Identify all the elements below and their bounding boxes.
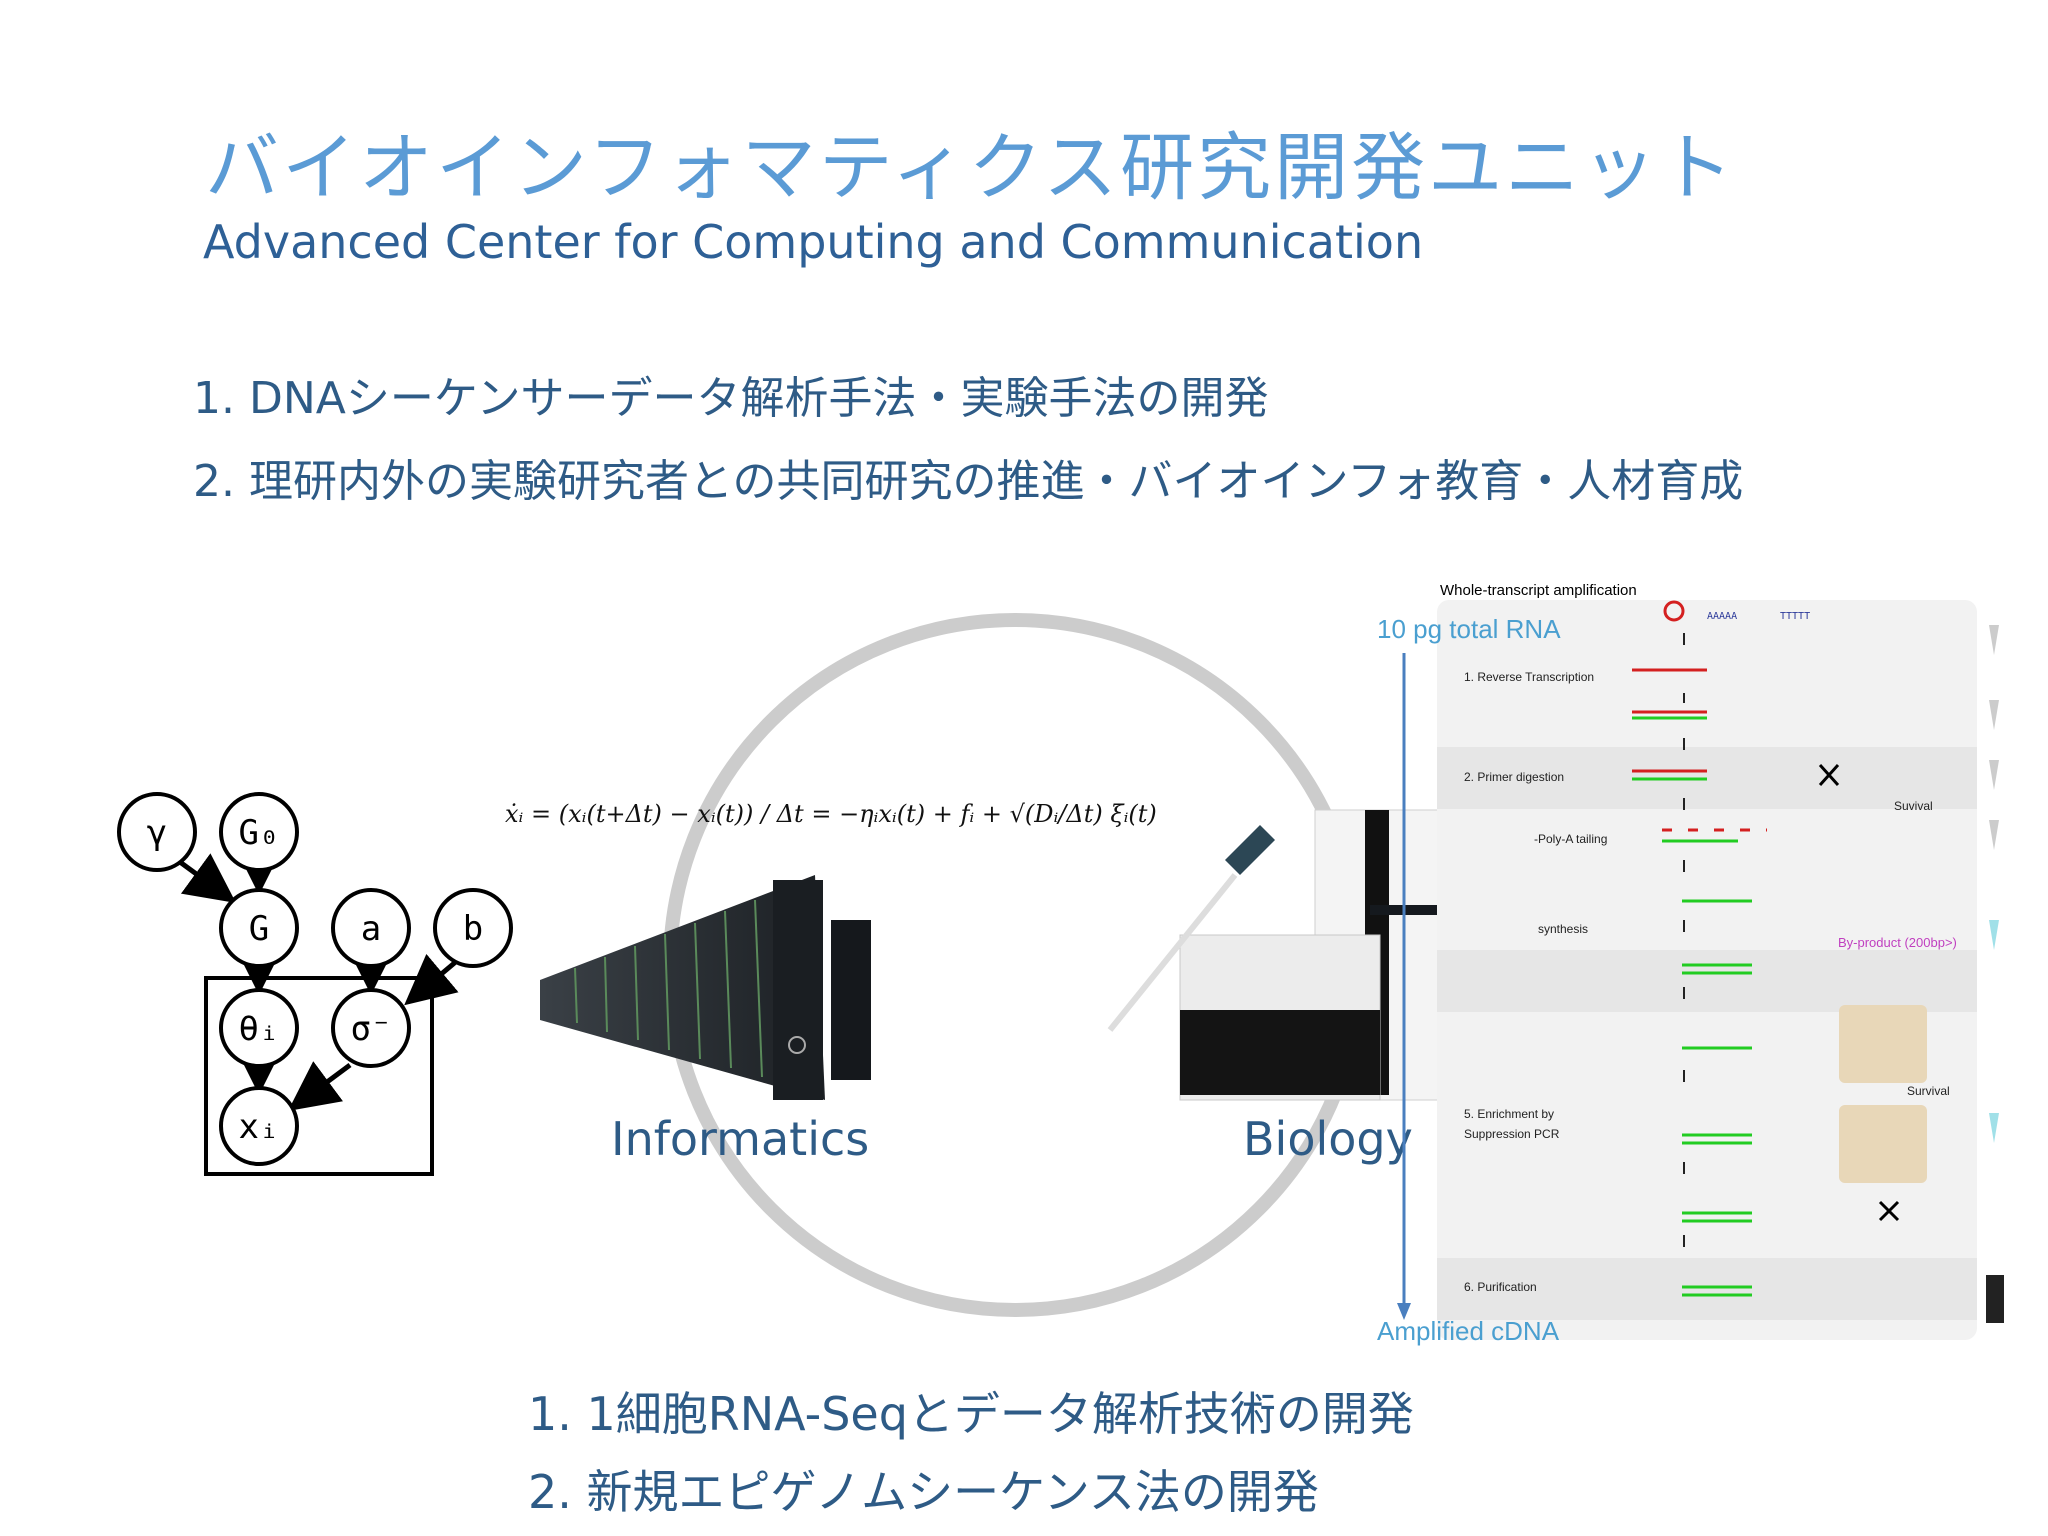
rna-molecules bbox=[1632, 600, 1767, 832]
graphical-model: γ G₀ G a b θᵢ σ⁻ xᵢ bbox=[117, 792, 513, 1176]
step-synthesis: synthesis bbox=[1538, 922, 1588, 936]
survival-label: Suvival bbox=[1894, 799, 1933, 813]
node-theta-label: θᵢ bbox=[239, 1009, 280, 1049]
byproduct-label: By-product (200bp>) bbox=[1838, 935, 1957, 950]
protocol-diagram: Whole-transcript amplification 10 pg tot… bbox=[1377, 582, 2004, 1346]
survival-label-2: Survival bbox=[1907, 1084, 1950, 1098]
node-g0-label: G₀ bbox=[239, 813, 280, 853]
step-primer-digestion: 2. Primer digestion bbox=[1464, 770, 1564, 784]
node-g0 bbox=[219, 792, 299, 872]
node-gamma bbox=[117, 792, 197, 872]
node-a bbox=[331, 888, 411, 968]
node-sigma-label: σ⁻ bbox=[351, 1009, 392, 1049]
node-x bbox=[219, 1086, 299, 1166]
node-sigma bbox=[331, 988, 411, 1068]
step-suppression-pcr: Suppression PCR bbox=[1464, 1127, 1560, 1141]
page-title: バイオインフォマティクス研究開発ユニット bbox=[205, 125, 1737, 211]
node-gamma-label: γ bbox=[147, 813, 167, 853]
bottom-point-1: 1. 1細胞RNA-Seqとデータ解析技術の開発 bbox=[528, 1387, 1414, 1441]
seq-aaaaa: AAAAA bbox=[1707, 611, 1737, 622]
node-b-label: b bbox=[463, 909, 483, 949]
protocol-title: Whole-transcript amplification bbox=[1440, 582, 1637, 599]
step-polya-tailing: -Poly-A tailing bbox=[1534, 832, 1607, 846]
protocol-input: 10 pg total RNA bbox=[1377, 614, 1561, 644]
objective-1: 1. DNAシーケンサーデータ解析手法・実験手法の開発 bbox=[193, 373, 1269, 424]
objective-2: 2. 理研内外の実験研究者との共同研究の推進・バイオインフォ教育・人材育成 bbox=[193, 456, 1744, 507]
hairpin-box-2 bbox=[1839, 1105, 1927, 1183]
node-g-label: G bbox=[249, 909, 269, 949]
tube-column bbox=[1986, 625, 2004, 1323]
langevin-equation: ẋᵢ = (xᵢ(t+Δt) − xᵢ(t)) / Δt = −ηᵢxᵢ(t) … bbox=[505, 800, 1157, 828]
x-marks bbox=[1818, 763, 1900, 1222]
supercomputer-image bbox=[540, 875, 871, 1100]
seq-ttttt: TTTTT bbox=[1780, 611, 1810, 622]
node-g bbox=[219, 888, 299, 968]
node-theta bbox=[219, 988, 299, 1068]
informatics-label: Informatics bbox=[611, 1112, 870, 1166]
hairpin-box-1 bbox=[1839, 1005, 1927, 1083]
node-a-label: a bbox=[361, 909, 381, 949]
node-b bbox=[433, 888, 513, 968]
step-enrichment: 5. Enrichment by bbox=[1464, 1107, 1554, 1121]
step-purification: 6. Purification bbox=[1464, 1280, 1537, 1294]
protocol-output: Amplified cDNA bbox=[1377, 1316, 1560, 1346]
step-reverse-transcription: 1. Reverse Transcription bbox=[1464, 670, 1594, 684]
node-x-label: xᵢ bbox=[239, 1107, 280, 1147]
bottom-point-2: 2. 新規エピゲノムシーケンス法の開発 bbox=[528, 1465, 1319, 1519]
cdna-strands bbox=[1632, 716, 1752, 1297]
page-subtitle: Advanced Center for Computing and Commun… bbox=[203, 215, 1424, 269]
biology-label: Biology bbox=[1243, 1112, 1413, 1166]
